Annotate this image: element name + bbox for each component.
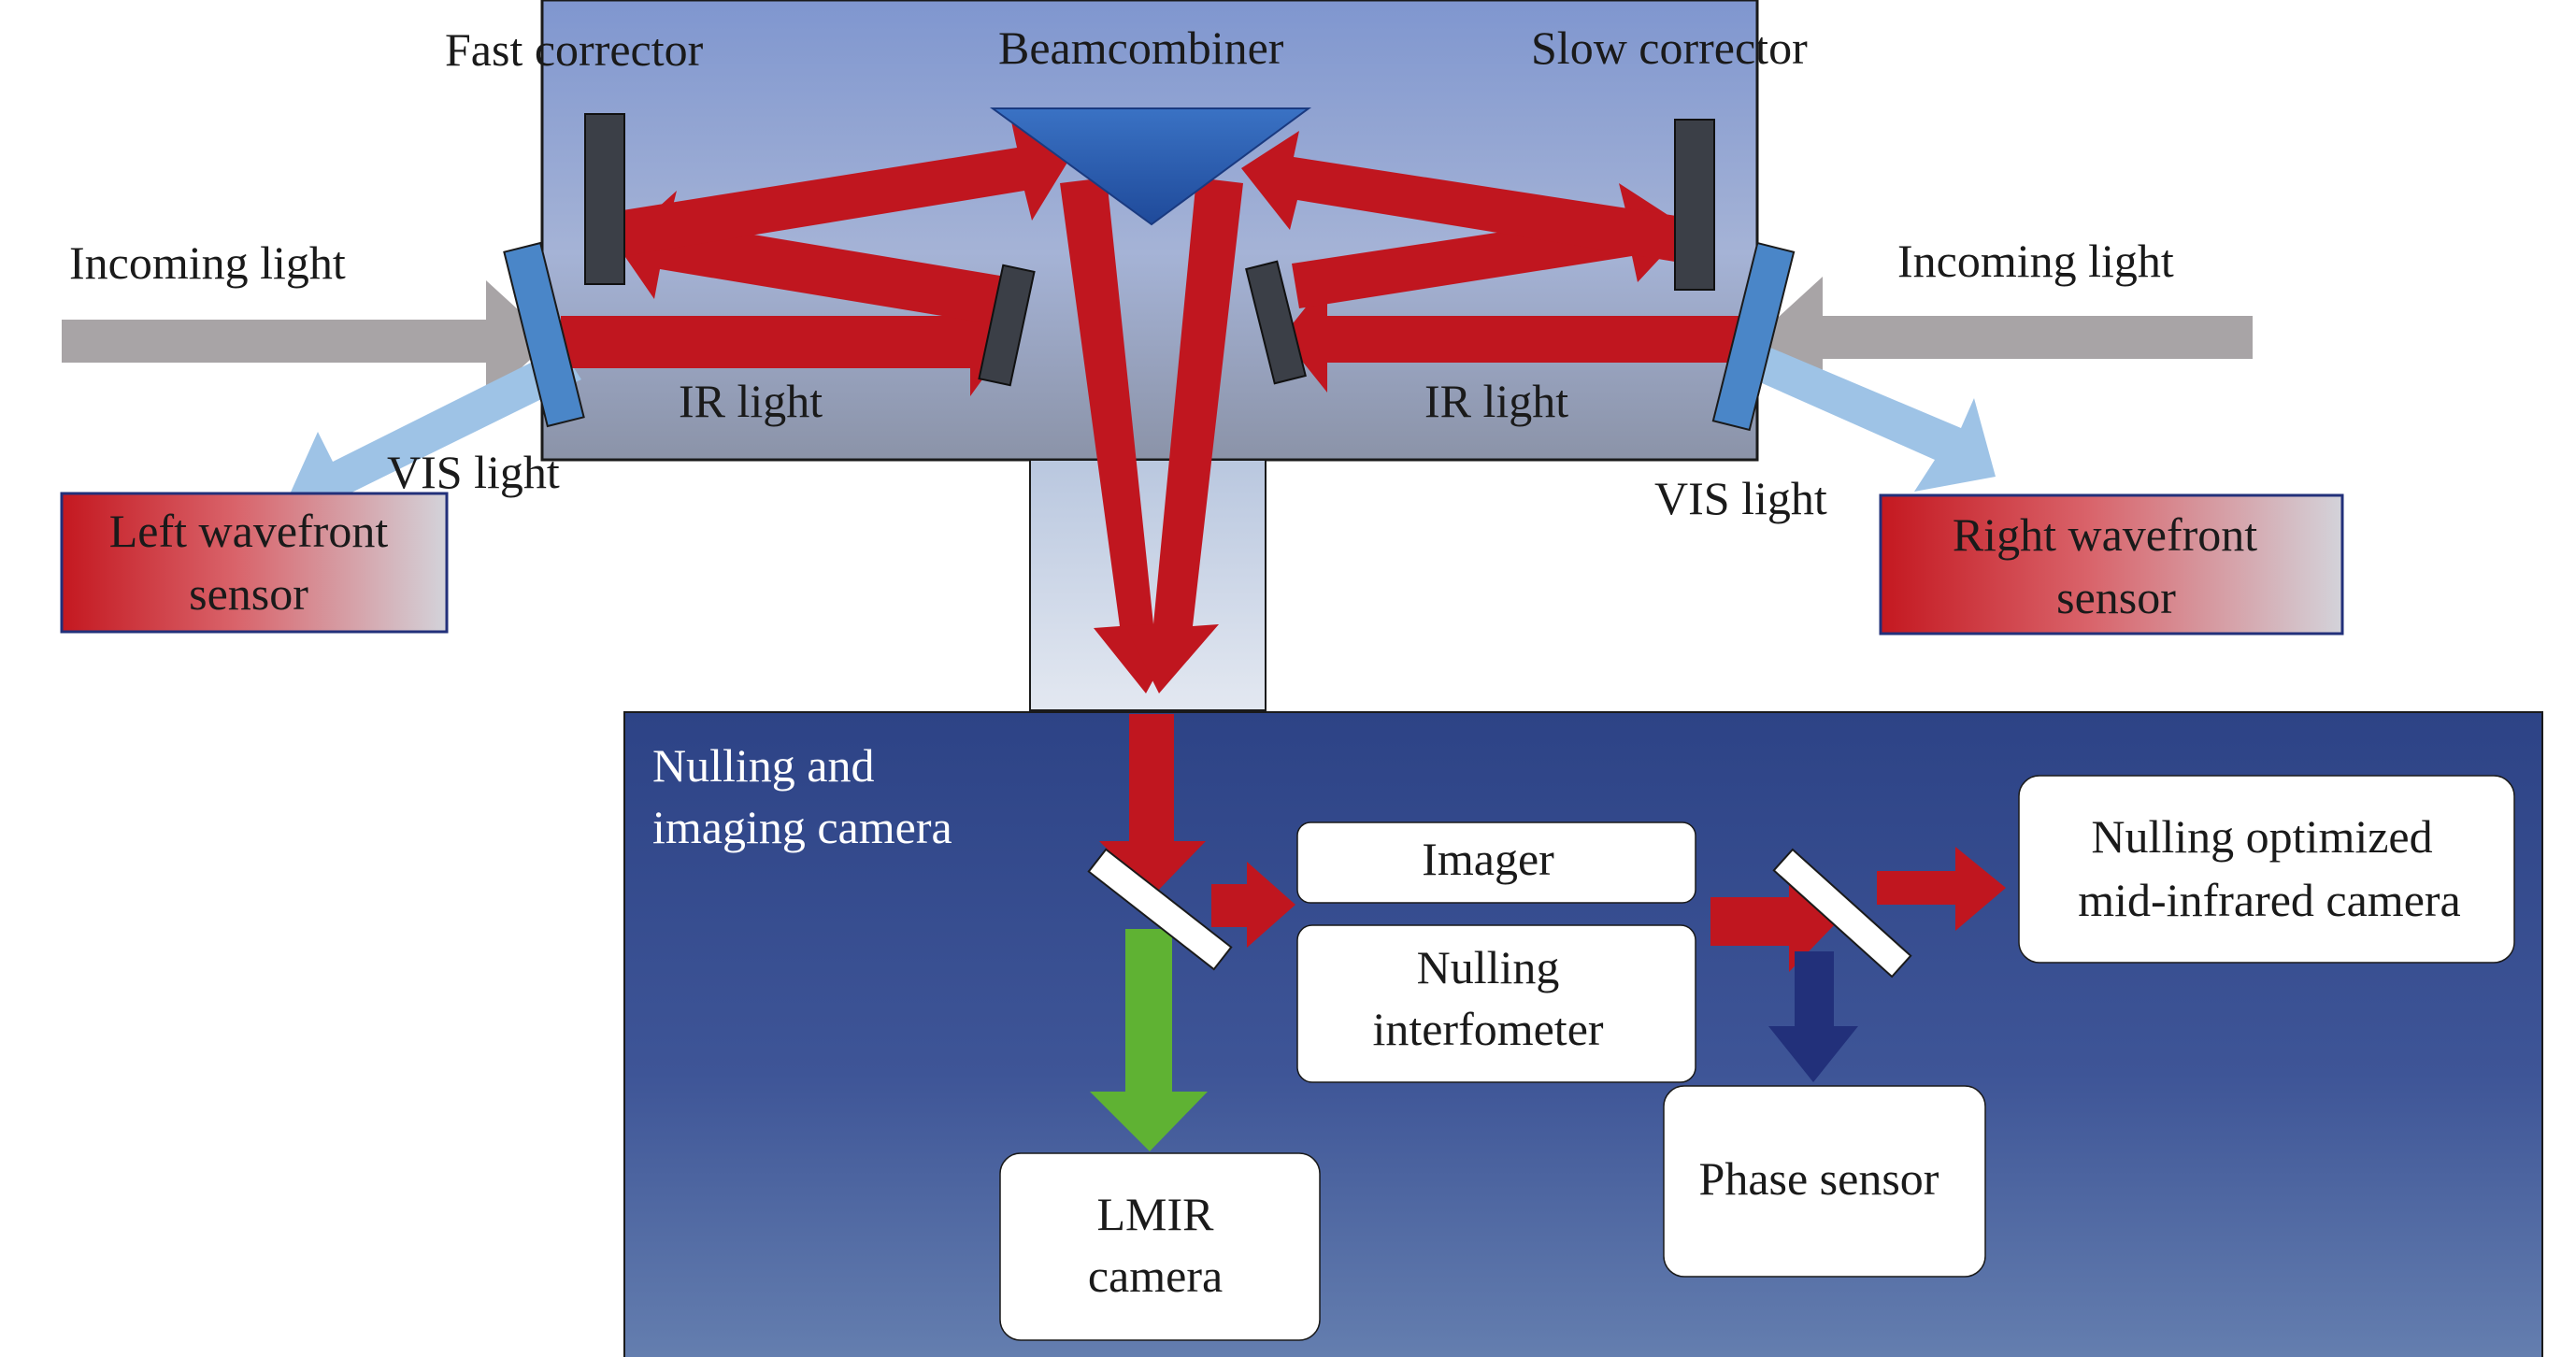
- ir-beams-right: [1241, 131, 1744, 393]
- incoming-light-left-label: Incoming light: [69, 236, 346, 289]
- ir-light-right-label: IR light: [1424, 375, 1568, 427]
- second-beam-splitter: [1772, 848, 1912, 978]
- left-wavefront-sensor: Left wavefront sensor: [60, 492, 449, 634]
- vis-light-right-label: VIS light: [1654, 472, 1827, 524]
- slow-corrector-mirror: [1674, 119, 1715, 291]
- lmir-camera-box: LMIR camera: [999, 1152, 1321, 1341]
- beamcombiner-prism: [989, 107, 1312, 226]
- incoming-light-left-arrow: [62, 280, 551, 400]
- nulling-interferometer-label-line2: interfometer: [1372, 1003, 1603, 1055]
- left-wavefront-sensor-label-line1: Left wavefront: [109, 505, 389, 557]
- nulling-interferometer-box: Nulling interfometer: [1296, 924, 1696, 1083]
- nulling-interferometer-label-line1: Nulling: [1417, 941, 1560, 993]
- lmir-camera-label-line1: LMIR: [1097, 1188, 1215, 1240]
- lmir-green-arrow: [1090, 929, 1208, 1151]
- beamcombiner-label: Beamcombiner: [998, 21, 1284, 74]
- nulling-optimized-camera-label-line1: Nulling optimized: [2091, 810, 2432, 863]
- beamcombiner-output-beams: [1060, 178, 1243, 693]
- right-wavefront-sensor: Right wavefront sensor: [1879, 493, 2344, 636]
- ir-light-left-label: IR light: [679, 375, 823, 427]
- right-dichroic: [1711, 241, 1796, 432]
- imager-label: Imager: [1422, 833, 1554, 885]
- left-wavefront-sensor-label-line2: sensor: [189, 567, 308, 620]
- ir-beams-left: [561, 121, 1073, 396]
- phase-sensor-arrow: [1768, 951, 1858, 1082]
- fast-corrector-label: Fast corrector: [445, 23, 704, 76]
- vis-light-left-label: VIS light: [387, 446, 560, 498]
- phase-sensor-box: Phase sensor: [1663, 1085, 1986, 1278]
- right-wavefront-sensor-label-line2: sensor: [2056, 571, 2176, 623]
- fast-corrector-mirror: [584, 113, 625, 285]
- right-small-mirror: [1245, 260, 1307, 385]
- nulling-optimized-camera-box: Nulling optimized mid-infrared camera: [2018, 775, 2515, 964]
- vis-light-left-arrow: [285, 348, 581, 525]
- nulling-imaging-camera-label-line2: imaging camera: [652, 801, 952, 853]
- lmir-camera-label-line2: camera: [1088, 1250, 1223, 1302]
- incoming-light-right-arrow: [1757, 277, 2253, 396]
- first-beam-splitter: [1087, 848, 1233, 971]
- imager-box: Imager: [1296, 821, 1696, 904]
- right-wavefront-sensor-label-line1: Right wavefront: [1953, 508, 2257, 561]
- incoming-light-right-label: Incoming light: [1897, 235, 2174, 287]
- vis-light-right-arrow: [1737, 342, 1996, 492]
- left-small-mirror: [978, 264, 1036, 387]
- left-dichroic: [503, 241, 585, 428]
- phase-sensor-label: Phase sensor: [1699, 1152, 1939, 1205]
- lower-red-beams: [1099, 714, 2006, 972]
- nulling-optimized-camera-label-line2: mid-infrared camera: [2078, 874, 2460, 926]
- nulling-imaging-camera-label-line1: Nulling and: [652, 739, 874, 792]
- slow-corrector-label: Slow corrector: [1531, 21, 1808, 74]
